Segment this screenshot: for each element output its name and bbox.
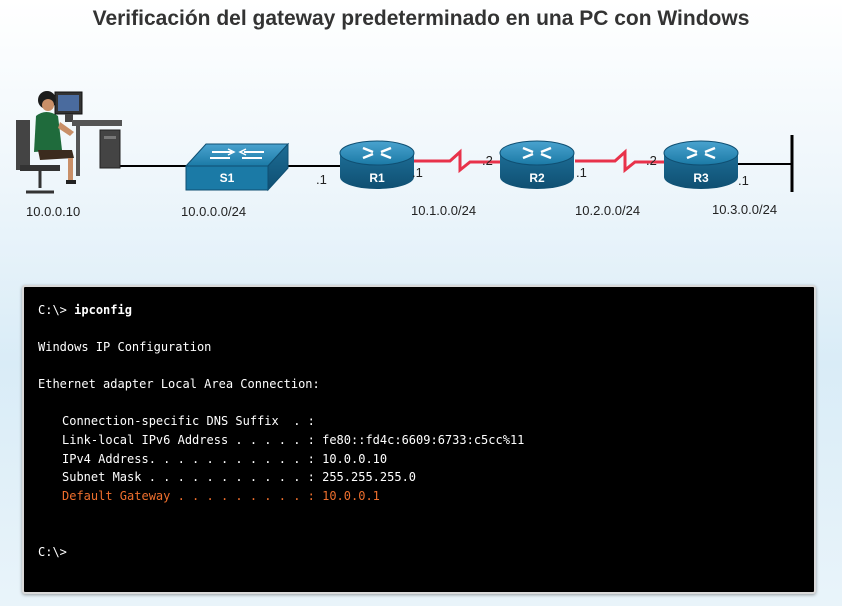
page-title: Verificación del gateway predeterminado …: [92, 7, 750, 30]
final-prompt: C:\>: [38, 545, 67, 559]
r2-right-interface-label: .1: [576, 165, 587, 180]
network-label-4: 10.3.0.0/24: [712, 202, 777, 217]
r1-label: R1: [369, 171, 385, 185]
ipv4-address-row: IPv4 Address. . . . . . . . . . . : 10.0…: [62, 452, 388, 466]
network-label-3: 10.2.0.0/24: [575, 203, 640, 218]
network-label-2: 10.1.0.0/24: [411, 203, 476, 218]
terminal-window: C:\> ipconfig Windows IP Configuration E…: [22, 285, 816, 594]
dns-suffix-row: Connection-specific DNS Suffix . :: [62, 414, 315, 428]
r1-r2-serial-link: [412, 148, 500, 174]
r2-label: R2: [529, 171, 545, 185]
output-header: Windows IP Configuration: [38, 340, 212, 354]
r1-lan-interface-label: .1: [316, 172, 327, 187]
r3-label: R3: [693, 171, 709, 185]
adapter-name: Ethernet adapter Local Area Connection:: [38, 377, 320, 391]
r1-wan-interface-label: .1: [412, 165, 423, 180]
r3-lan-interface-label: .1: [738, 173, 749, 188]
router-r2-icon: R2: [499, 140, 575, 189]
pc-ip-label: 10.0.0.10: [26, 204, 80, 219]
network-label-1: 10.0.0.0/24: [181, 204, 246, 219]
command: ipconfig: [74, 303, 132, 317]
r2-r3-serial-link: [575, 148, 665, 174]
network-topology: S1 R1 R2 R3 .1 .1 .2 .1 .2 .1 10.0.0.10 …: [16, 91, 794, 219]
pc-workstation-icon: [16, 91, 122, 194]
default-gateway-row: Default Gateway . . . . . . . . . : 10.0…: [62, 489, 380, 503]
switch-label: S1: [220, 171, 235, 185]
r3-left-interface-label: .2: [646, 153, 657, 168]
ipv6-address-row: Link-local IPv6 Address . . . . . : fe80…: [62, 433, 525, 447]
switch-s1-icon: S1: [184, 142, 290, 192]
router-r1-icon: R1: [339, 140, 415, 189]
prompt: C:\>: [38, 303, 67, 317]
subnet-mask-row: Subnet Mask . . . . . . . . . . . : 255.…: [62, 470, 417, 484]
command-line: C:\> ipconfig: [38, 303, 132, 317]
router-r3-icon: R3: [663, 140, 739, 189]
r2-left-interface-label: .2: [482, 153, 493, 168]
